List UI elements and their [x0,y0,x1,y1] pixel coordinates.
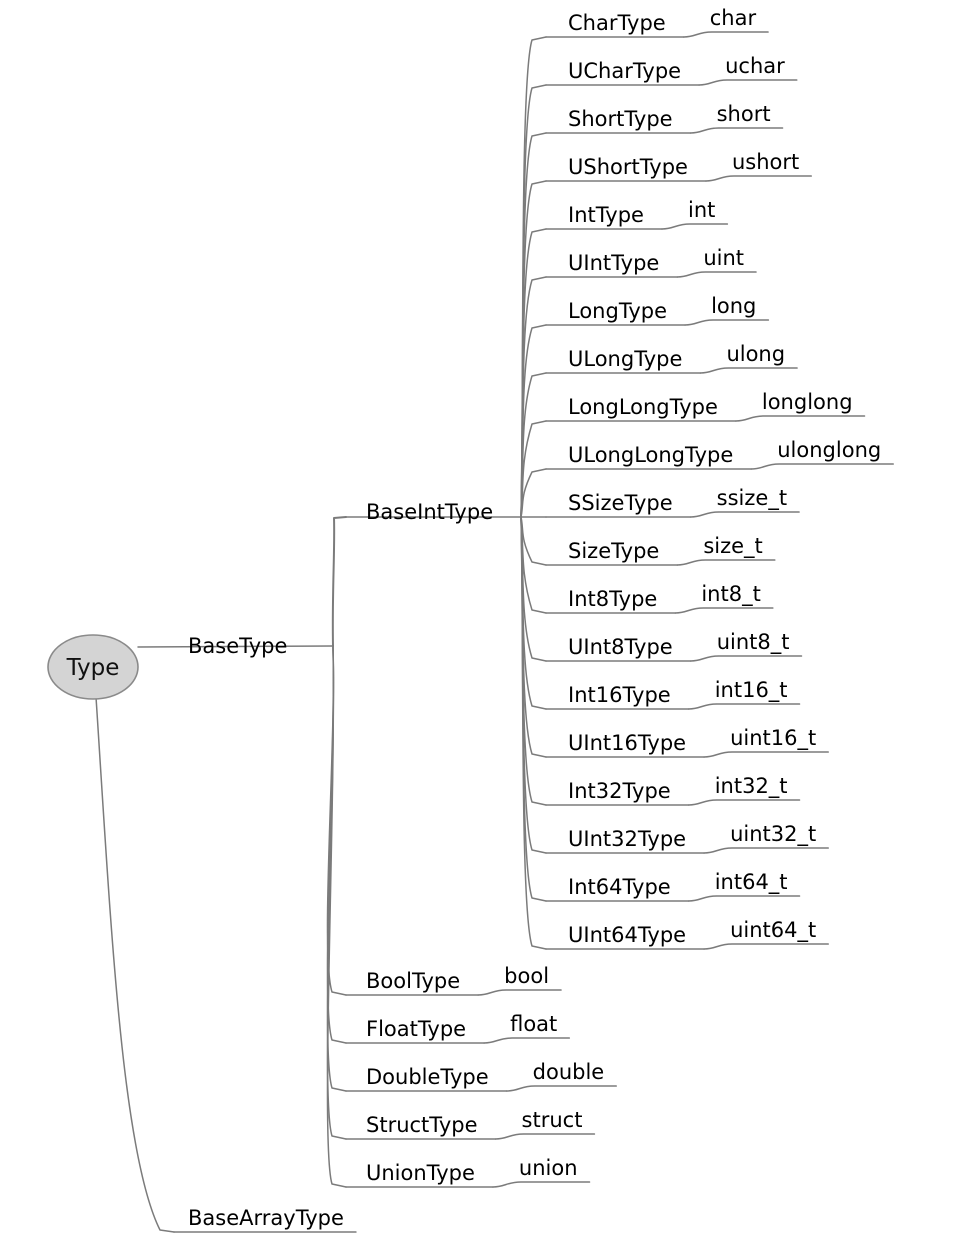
int-leaf-9-sub-underline [750,463,894,470]
root-node[interactable]: Type [47,634,139,700]
int-leaf-1-label[interactable]: UCharType [568,59,681,83]
int-leaf-2-sub-label[interactable]: short [717,102,771,126]
int-leaf-6-label[interactable]: LongType [568,299,667,323]
int-leaf-6-sub-underline [684,319,770,326]
basearraytype-label[interactable]: BaseArrayType [188,1206,344,1230]
int-leaf-7-edge [520,372,547,518]
int-leaf-8-sub-label[interactable]: longlong [762,390,853,414]
int-leaf-1-sub-label[interactable]: uchar [725,54,785,78]
int-leaf-14-label[interactable]: Int16Type [568,683,671,707]
root-to-basearraytype-edge [95,696,175,1233]
int-leaf-8-sub-underline [735,415,866,422]
int-leaf-4-sub-label[interactable]: int [688,198,715,222]
int-leaf-10-label[interactable]: SSizeType [568,491,673,515]
int-leaf-2-sub-underline [689,127,784,134]
base-leaf-3-sub-underline [494,1133,596,1140]
int-leaf-19-label[interactable]: UInt64Type [568,923,686,947]
int-leaf-11-edge [520,516,547,566]
base-leaf-2-sub-label[interactable]: double [533,1060,605,1084]
int-leaf-13-edge [520,516,547,662]
int-leaf-12-sub-label[interactable]: int8_t [701,582,760,607]
baseinttype-label[interactable]: BaseIntType [366,500,493,524]
basetype-to-baseinttype-edge [331,516,347,647]
int-leaf-8-label[interactable]: LongLongType [568,395,718,419]
int-leaf-4-label[interactable]: IntType [568,203,644,227]
base-leaf-3-sub-label[interactable]: struct [522,1108,583,1132]
int-leaf-8-edge [520,420,547,518]
base-leaf-3-label[interactable]: StructType [366,1113,478,1137]
base-leaf-2-sub-underline [505,1085,617,1092]
int-leaf-16-sub-underline [687,799,801,806]
int-leaf-5-sub-label[interactable]: uint [703,246,744,270]
int-leaf-19-sub-underline [703,943,829,950]
int-leaf-11-sub-label[interactable]: size_t [703,534,762,559]
int-leaf-15-sub-label[interactable]: uint16_t [730,726,816,751]
int-leaf-13-sub-underline [689,655,803,662]
int-leaf-12-sub-underline [674,607,774,614]
int-leaf-3-label[interactable]: UShortType [568,155,688,179]
int-leaf-19-edge [520,516,547,950]
int-leaf-12-label[interactable]: Int8Type [568,587,657,611]
int-leaf-3-sub-underline [705,175,812,182]
basetype-underline [137,645,334,648]
int-leaf-13-sub-label[interactable]: uint8_t [717,630,790,655]
int-leaf-7-label[interactable]: ULongType [568,347,682,371]
int-leaf-2-label[interactable]: ShortType [568,107,673,131]
int-leaf-14-sub-underline [687,703,801,710]
int-leaf-0-sub-label[interactable]: char [710,6,757,30]
int-leaf-6-sub-label[interactable]: long [711,294,756,318]
int-leaf-13-label[interactable]: UInt8Type [568,635,673,659]
base-leaf-4-sub-label[interactable]: union [519,1156,578,1180]
int-leaf-1-sub-underline [698,79,798,86]
int-leaf-12-edge [520,516,547,614]
int-leaf-18-sub-underline [687,895,801,902]
base-leaf-2-label[interactable]: DoubleType [366,1065,489,1089]
int-leaf-16-label[interactable]: Int32Type [568,779,671,803]
int-leaf-10-sub-underline [689,511,800,518]
int-leaf-17-label[interactable]: UInt32Type [568,827,686,851]
base-leaf-1-sub-label[interactable]: float [510,1012,557,1036]
int-leaf-3-sub-label[interactable]: ushort [732,150,799,174]
root-ellipse[interactable] [47,634,139,700]
int-leaf-16-sub-label[interactable]: int32_t [715,774,788,799]
int-leaf-0-label[interactable]: CharType [568,11,666,35]
base-leaf-0-sub-label[interactable]: bool [504,964,549,988]
int-leaf-9-label[interactable]: ULongLongType [568,443,733,467]
int-leaf-4-sub-underline [661,223,729,230]
int-leaf-10-sub-label[interactable]: ssize_t [717,486,787,511]
base-leaf-0-sub-underline [477,989,562,996]
basetype-label[interactable]: BaseType [188,634,287,658]
int-leaf-0-sub-underline [682,31,769,38]
int-leaf-18-sub-label[interactable]: int64_t [715,870,788,895]
root-node-label: Type [66,655,120,681]
int-leaf-9-sub-label[interactable]: ulonglong [777,438,881,462]
int-leaf-18-label[interactable]: Int64Type [568,875,671,899]
int-leaf-11-label[interactable]: SizeType [568,539,659,563]
int-leaf-17-sub-label[interactable]: uint32_t [730,822,816,847]
int-leaf-15-label[interactable]: UInt16Type [568,731,686,755]
int-leaf-5-label[interactable]: UIntType [568,251,659,275]
int-leaf-7-sub-underline [699,367,798,374]
int-leaf-7-sub-label[interactable]: ulong [726,342,785,366]
int-leaf-15-sub-underline [703,751,829,758]
int-leaf-19-sub-label[interactable]: uint64_t [730,918,816,943]
base-leaf-4-edge [326,645,347,1188]
int-leaf-9-edge [520,468,547,518]
base-leaf-1-label[interactable]: FloatType [366,1017,466,1041]
base-leaf-4-sub-underline [492,1181,591,1188]
branch-edges-group [95,31,894,1233]
int-leaf-17-sub-underline [703,847,829,854]
int-leaf-5-sub-underline [676,271,757,278]
int-leaf-11-sub-underline [676,559,776,566]
base-leaf-4-label[interactable]: UnionType [366,1161,475,1185]
int-leaf-14-sub-label[interactable]: int16_t [715,678,788,703]
base-leaf-1-sub-underline [483,1037,571,1044]
base-leaf-0-label[interactable]: BoolType [366,969,460,993]
